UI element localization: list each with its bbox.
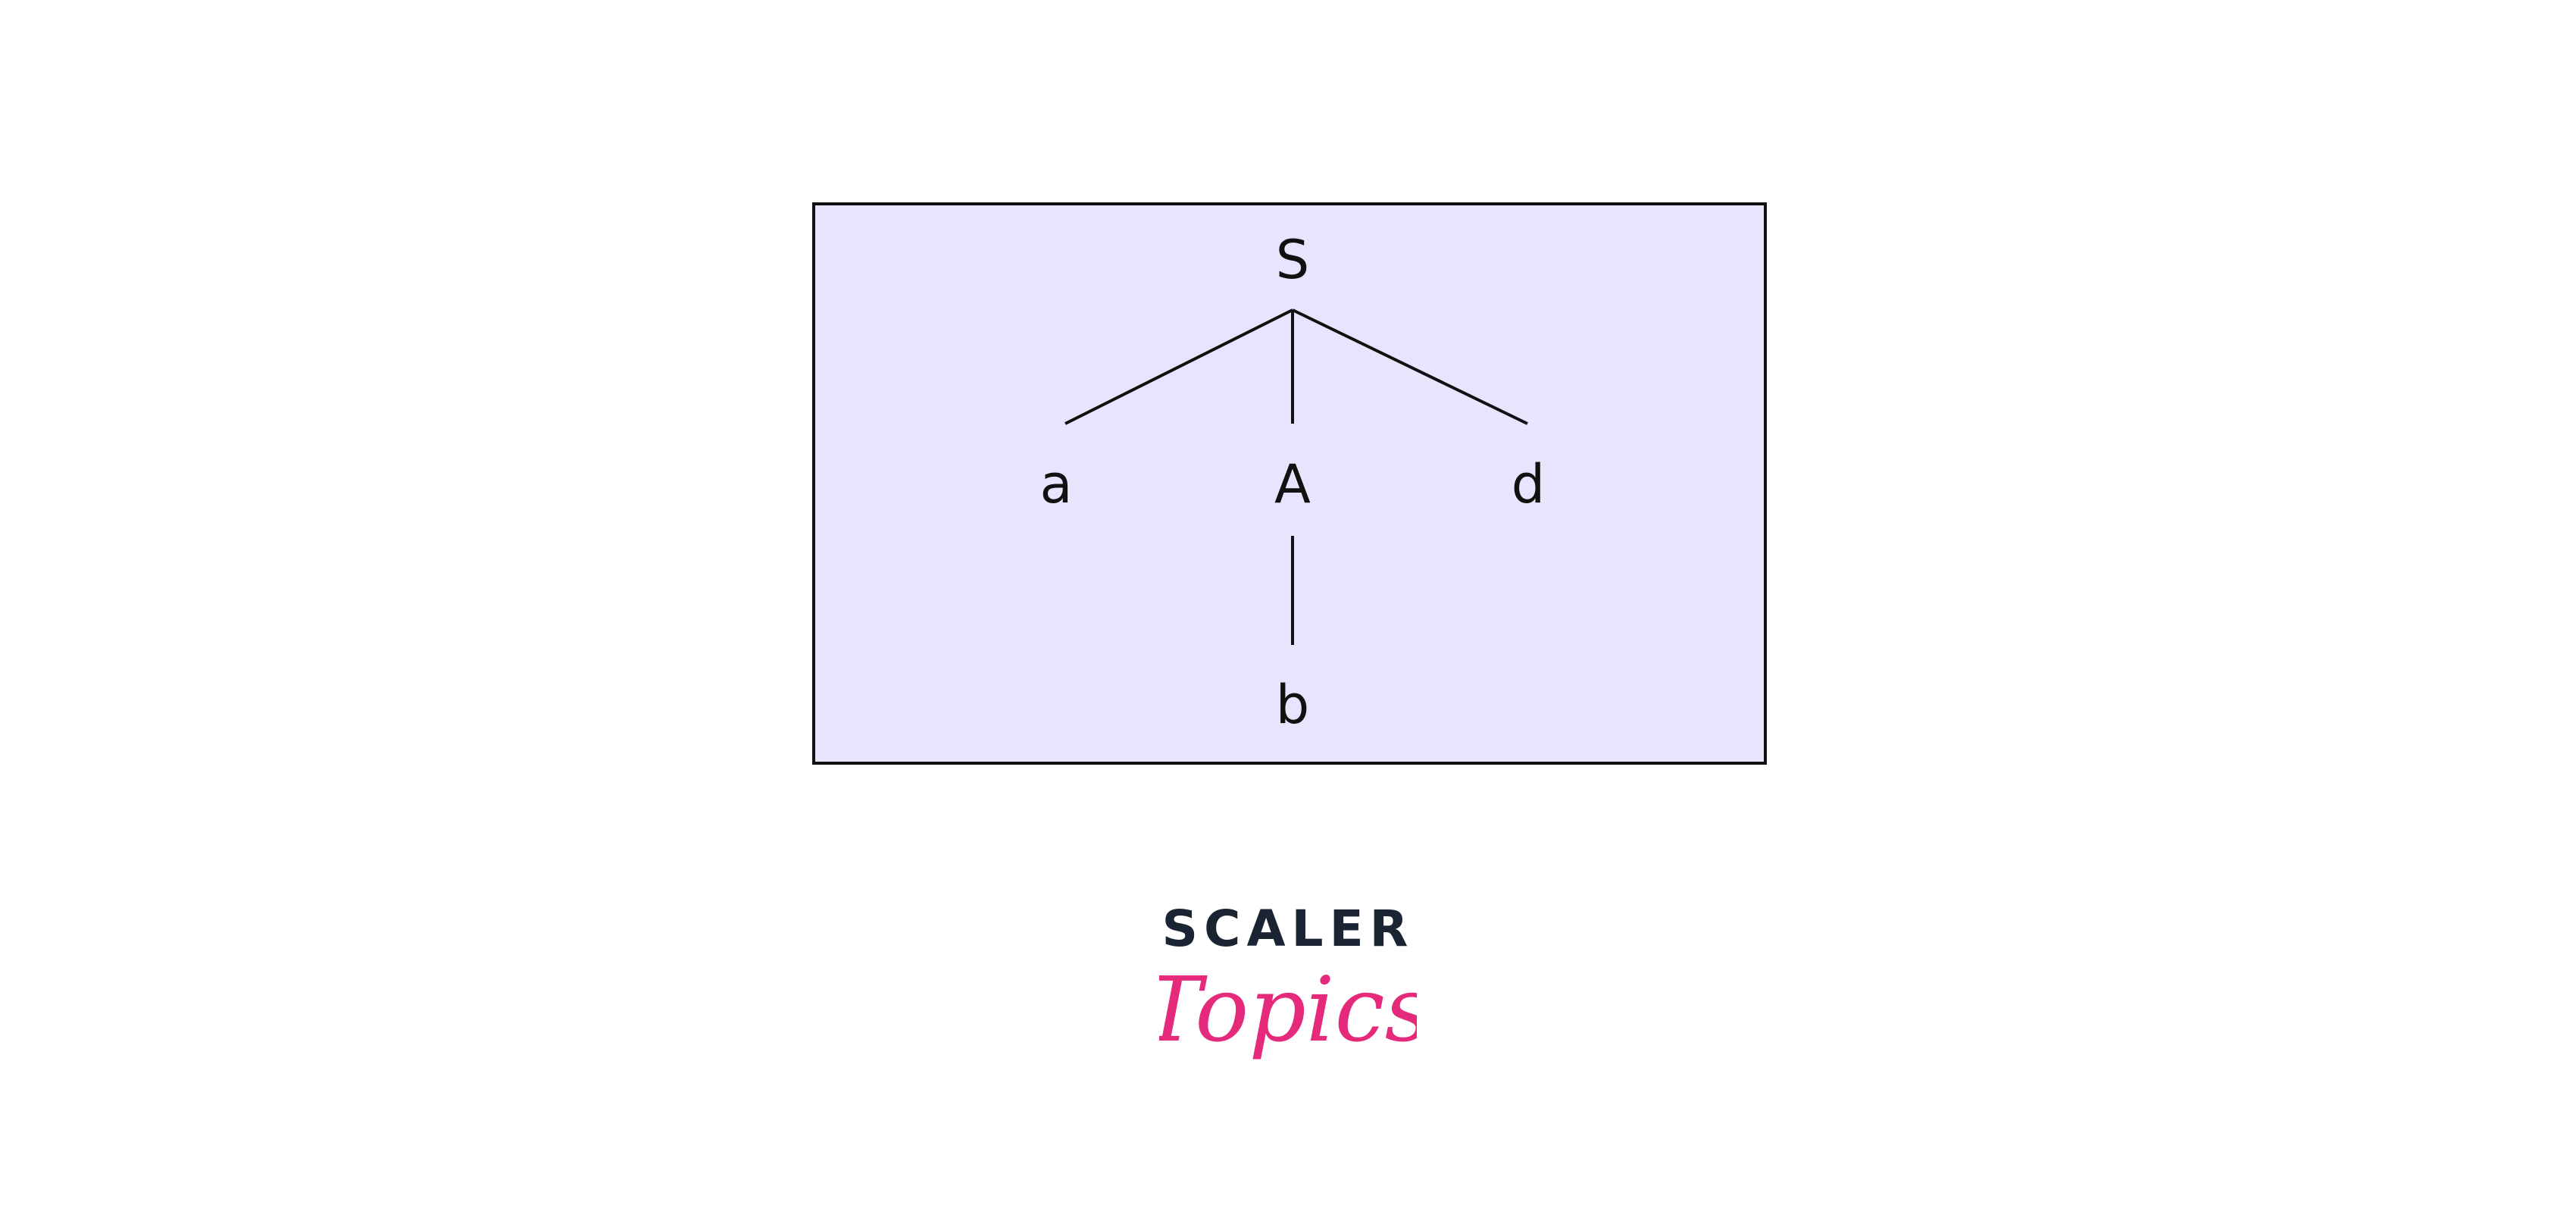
tree-edges	[1064, 308, 1528, 645]
tree-node-d: d	[1512, 453, 1545, 515]
scaler-topics-logo: SCALER Topics	[1159, 900, 1417, 1062]
tree-edge-S-a	[1064, 308, 1293, 425]
tree-node-b: b	[1276, 674, 1309, 736]
logo-wordmark-scaler: SCALER	[1161, 900, 1414, 958]
tree-node-a: a	[1040, 453, 1073, 515]
tree-edge-S-d	[1292, 308, 1528, 425]
tree-node-A: A	[1274, 453, 1311, 515]
tree-node-S: S	[1276, 229, 1309, 291]
logo-wordmark-topics: Topics	[1159, 957, 1417, 1062]
